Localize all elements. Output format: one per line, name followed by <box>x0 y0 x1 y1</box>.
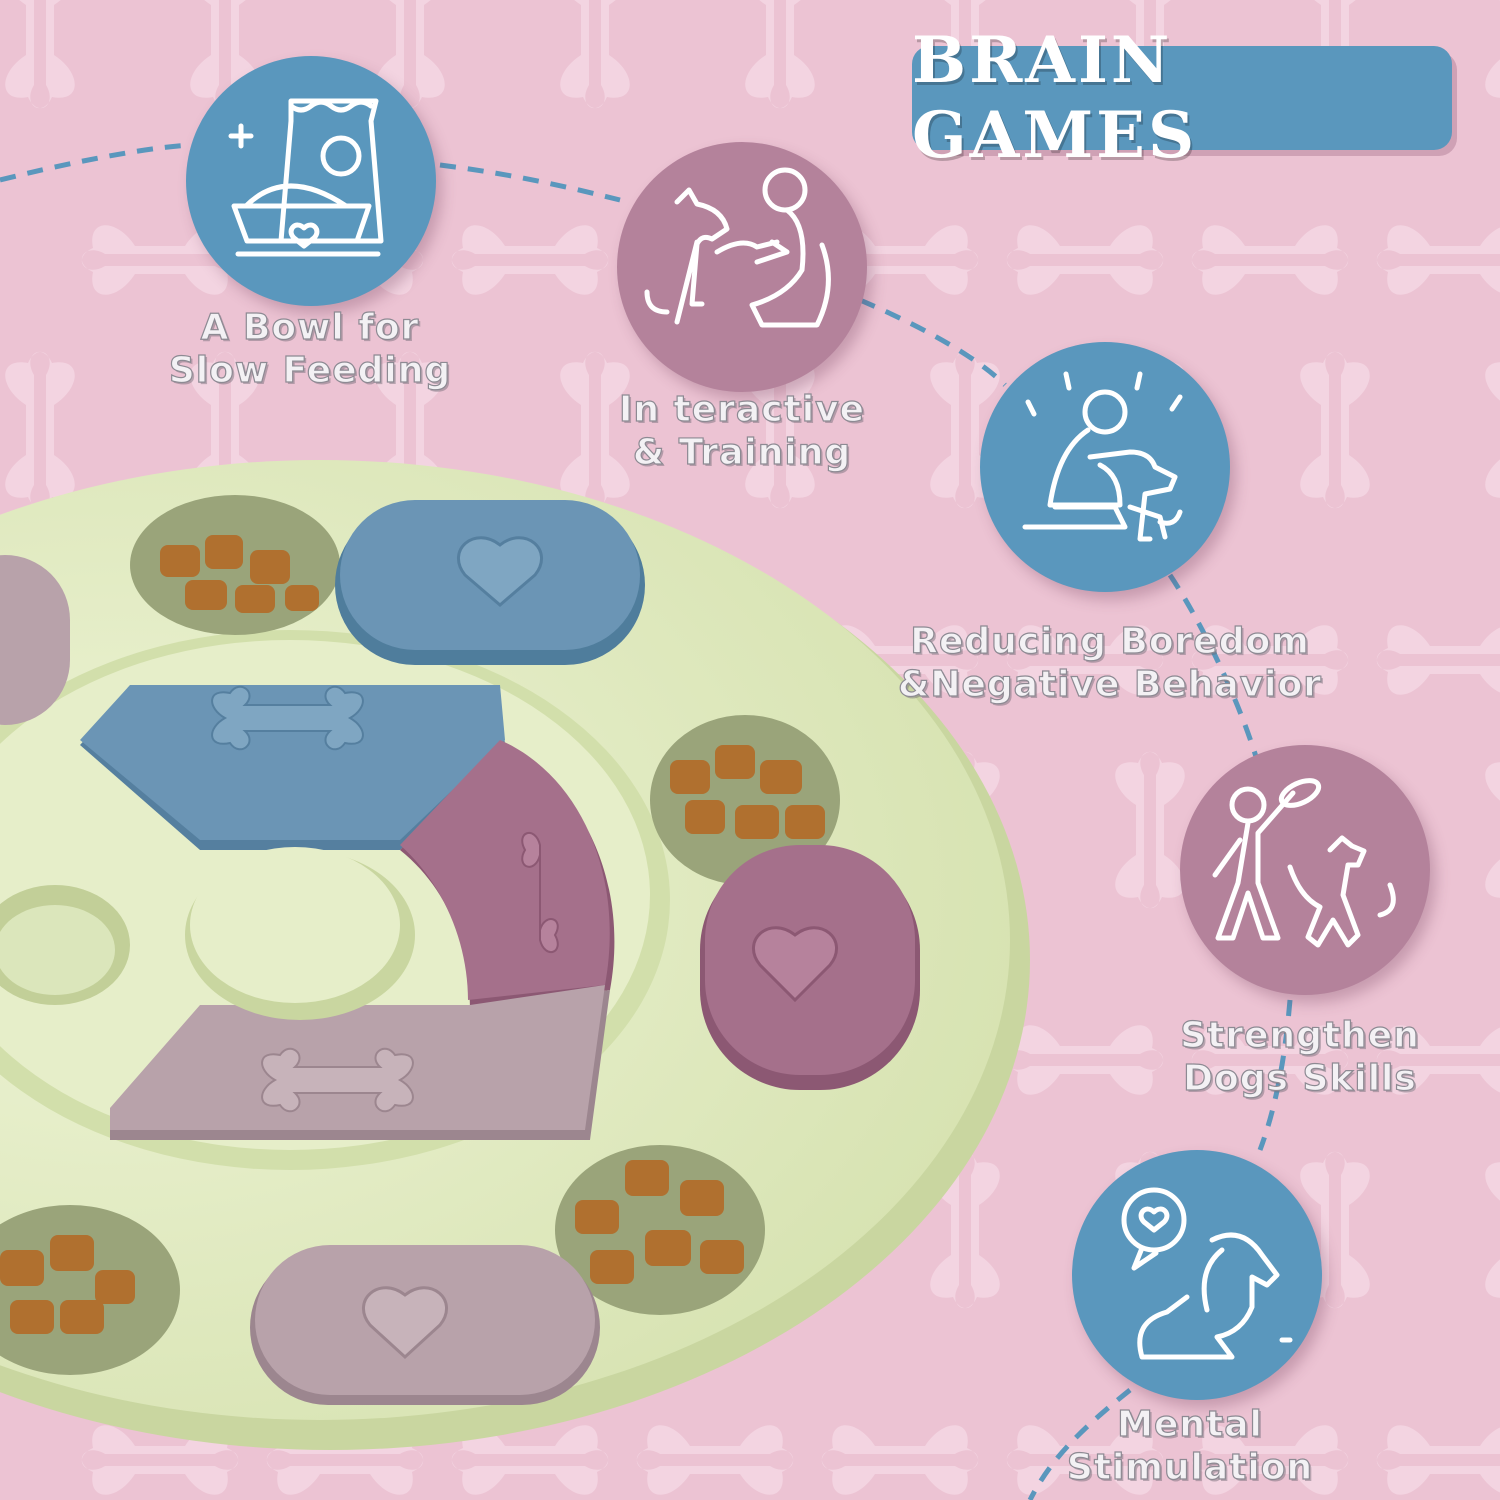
feature-label-mental-stimulation: Mental Stimulation <box>1066 1403 1314 1488</box>
bone-shape <box>1006 625 1164 695</box>
bone-shape <box>1191 625 1349 695</box>
bone-shape <box>5 351 75 509</box>
bone-shape <box>1191 225 1349 295</box>
bone-shape <box>81 225 239 295</box>
feature-label-interactive-training: In teractive & Training <box>618 388 865 473</box>
feature-label-strengthen-skills: Strengthen Dogs Skills <box>1180 1014 1420 1099</box>
bone-shape <box>560 0 630 109</box>
bone-shape <box>1485 0 1500 98</box>
kibble-well <box>555 1145 765 1315</box>
bone-shape <box>451 225 609 295</box>
left-grey-slider <box>0 555 70 725</box>
title-badge: BRAIN GAMES <box>912 23 1452 173</box>
feature-label-reducing-boredom: Reducing Boredom &Negative Behavior <box>897 620 1323 705</box>
grey-bone-segment <box>110 985 610 1140</box>
kibble-well <box>0 1205 180 1375</box>
bone-shape <box>821 1425 979 1495</box>
bone-shape <box>1006 225 1164 295</box>
bone-shape <box>1300 351 1370 509</box>
kibble-well <box>650 715 840 885</box>
feature-circle-reducing-boredom <box>980 342 1230 592</box>
bone-shape <box>745 0 815 109</box>
bone-shape <box>5 0 75 109</box>
bone-shape <box>1115 751 1185 909</box>
bone-shape <box>1376 625 1500 695</box>
pet-food-bag-bowl-icon <box>228 98 384 257</box>
bone-shape <box>1485 1162 1500 1298</box>
bone-shape <box>745 351 815 509</box>
page-title: BRAIN GAMES <box>912 23 1198 173</box>
bone-shape <box>1191 1025 1349 1095</box>
blue-heart-slider <box>335 500 645 665</box>
grey-heart-slider <box>250 1245 600 1405</box>
feature-circle-strengthen-skills <box>1180 745 1430 995</box>
bone-shape <box>1485 762 1500 898</box>
bone-shape <box>451 1425 609 1495</box>
bone-shape <box>1376 1025 1500 1095</box>
feature-circle-slow-feeding <box>186 56 436 306</box>
blue-bone-segment <box>80 685 505 850</box>
bone-shape <box>930 1151 1000 1309</box>
mauve-bone-segment <box>400 740 615 1010</box>
feature-label-slow-feeding: A Bowl for Slow Feeding <box>168 306 452 391</box>
bone-shape <box>1191 1425 1349 1495</box>
mauve-heart-slider <box>700 845 920 1090</box>
bone-shape <box>375 0 445 109</box>
bone-shape <box>560 351 630 509</box>
kibble-well <box>130 495 340 635</box>
dog-with-heart-speech-bubble-icon <box>1121 1187 1293 1360</box>
bone-shape <box>1006 1025 1164 1095</box>
person-hugging-dog-icon <box>1022 371 1183 542</box>
person-playing-frisbee-with-dog-icon <box>1212 778 1396 948</box>
bone-shape <box>1376 1425 1500 1495</box>
bone-shape <box>636 1425 794 1495</box>
bone-shape <box>1376 225 1500 295</box>
bone-shape <box>1485 362 1500 498</box>
dog-and-person-high-five-icon <box>644 167 831 328</box>
bone-shape <box>81 1425 239 1495</box>
feature-circle-mental-stimulation <box>1072 1150 1322 1400</box>
feature-circle-interactive-training <box>617 142 867 392</box>
